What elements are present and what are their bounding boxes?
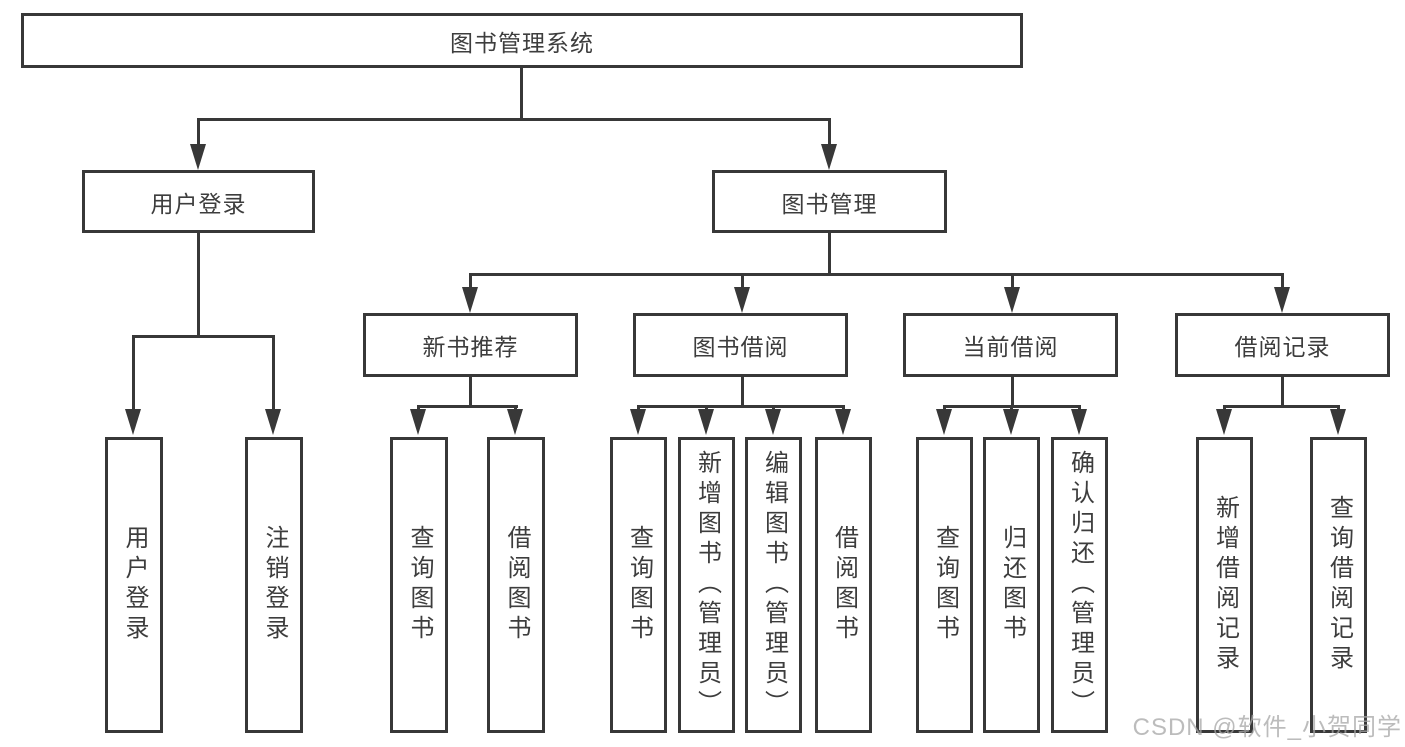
connector-stem xyxy=(469,273,472,289)
connector-stem xyxy=(272,335,275,411)
connector-level3-split xyxy=(469,273,1284,276)
connector-book-borrow-trunk xyxy=(741,377,744,408)
arrow-down-icon xyxy=(835,409,851,435)
leaf-add-books-admin: 新增图书（管理员） xyxy=(678,437,735,733)
leaf-query-books-3: 查询图书 xyxy=(916,437,973,733)
node-current-borrow: 当前借阅 xyxy=(903,313,1118,377)
leaf-confirm-return-admin: 确认归还（管理员） xyxy=(1051,437,1108,733)
leaf-query-borrow-record: 查询借阅记录 xyxy=(1310,437,1367,733)
connector-stem xyxy=(828,118,831,146)
leaf-add-borrow-record: 新增借阅记录 xyxy=(1196,437,1253,733)
leaf-edit-books-admin: 编辑图书（管理员） xyxy=(745,437,802,733)
connector-stem xyxy=(1011,273,1014,289)
node-book-borrow: 图书借阅 xyxy=(633,313,848,377)
arrow-down-icon xyxy=(1216,409,1232,435)
arrow-down-icon xyxy=(1003,409,1019,435)
connector-stem xyxy=(132,335,135,411)
leaf-logout: 注销登录 xyxy=(245,437,303,733)
connector-borrow-records-trunk xyxy=(1281,377,1284,408)
arrow-down-icon xyxy=(936,409,952,435)
leaf-borrow-books-2: 借阅图书 xyxy=(815,437,872,733)
node-new-book-recommend: 新书推荐 xyxy=(363,313,578,377)
arrow-down-icon xyxy=(734,287,750,313)
arrow-down-icon xyxy=(1004,287,1020,313)
connector-current-borrow-trunk xyxy=(1011,377,1014,408)
arrow-down-icon xyxy=(1071,409,1087,435)
node-book-management: 图书管理 xyxy=(712,170,947,233)
connector-book-borrow-split xyxy=(637,405,845,408)
connector-stem xyxy=(741,273,744,289)
arrow-down-icon xyxy=(1274,287,1290,313)
connector-level1-split xyxy=(197,118,831,121)
arrow-down-icon xyxy=(821,144,837,170)
connector-user-login-split xyxy=(132,335,275,338)
connector-user-login-trunk xyxy=(197,233,200,335)
connector-stem xyxy=(197,118,200,146)
leaf-return-books: 归还图书 xyxy=(983,437,1040,733)
arrow-down-icon xyxy=(507,409,523,435)
arrow-down-icon xyxy=(462,287,478,313)
arrow-down-icon xyxy=(190,144,206,170)
arrow-down-icon xyxy=(698,409,714,435)
arrow-down-icon xyxy=(1330,409,1346,435)
node-root: 图书管理系统 xyxy=(21,13,1023,68)
arrow-down-icon xyxy=(265,409,281,435)
leaf-user-login: 用户登录 xyxy=(105,437,163,733)
connector-book-management-trunk xyxy=(828,233,831,276)
leaf-borrow-books-1: 借阅图书 xyxy=(487,437,545,733)
node-user-login: 用户登录 xyxy=(82,170,315,233)
csdn-watermark: CSDN @软件_小贺同学 xyxy=(1132,714,1402,741)
connector-borrow-records-split xyxy=(1223,405,1340,408)
connector-new-book-split xyxy=(417,405,518,408)
leaf-query-books-2: 查询图书 xyxy=(610,437,667,733)
node-borrow-records: 借阅记录 xyxy=(1175,313,1390,377)
connector-root-trunk xyxy=(520,68,523,120)
arrow-down-icon xyxy=(410,409,426,435)
arrow-down-icon xyxy=(125,409,141,435)
connector-new-book-trunk xyxy=(469,377,472,408)
leaf-query-books-1: 查询图书 xyxy=(390,437,448,733)
connector-stem xyxy=(1281,273,1284,289)
arrow-down-icon xyxy=(630,409,646,435)
arrow-down-icon xyxy=(765,409,781,435)
